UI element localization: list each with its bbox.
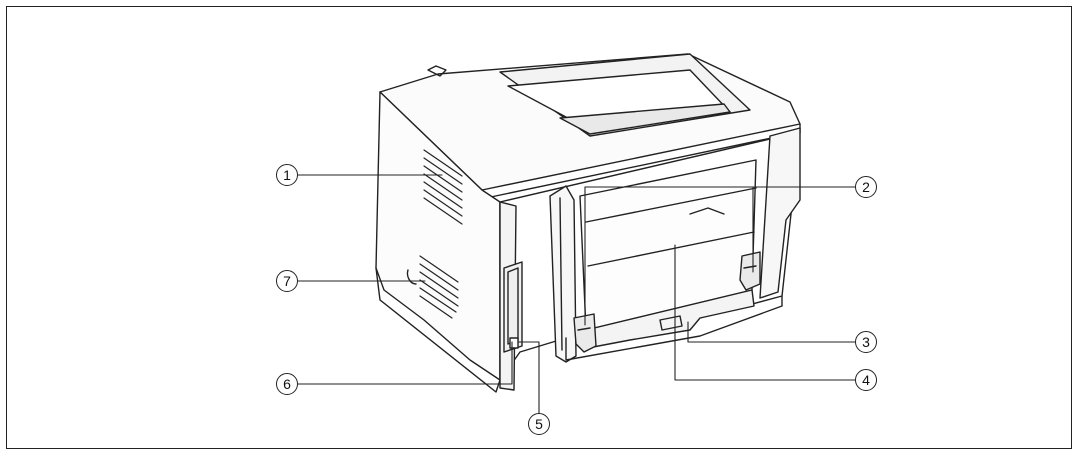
leader-4 — [674, 244, 856, 381]
callout-6-label: 6 — [283, 376, 291, 392]
callout-1-label: 1 — [283, 167, 291, 183]
printer-rear-panel — [499, 127, 801, 391]
callout-7: 7 — [276, 270, 298, 292]
leader-lines — [297, 174, 856, 414]
callout-4-label: 4 — [862, 372, 870, 388]
callout-3: 3 — [855, 331, 877, 353]
leader-5 — [517, 341, 540, 414]
leader-6 — [297, 341, 513, 385]
callout-5: 5 — [528, 413, 550, 435]
printer-side-panel — [375, 91, 501, 393]
leader-2 — [584, 186, 856, 326]
callout-7-label: 7 — [283, 273, 291, 289]
callout-2: 2 — [855, 176, 877, 198]
callout-4: 4 — [855, 369, 877, 391]
leader-3 — [687, 321, 856, 343]
callout-6: 6 — [276, 373, 298, 395]
callout-1: 1 — [276, 164, 298, 186]
callout-5-label: 5 — [535, 416, 543, 432]
callout-2-label: 2 — [862, 179, 870, 195]
callout-3-label: 3 — [862, 334, 870, 350]
figure-frame — [6, 6, 1072, 449]
